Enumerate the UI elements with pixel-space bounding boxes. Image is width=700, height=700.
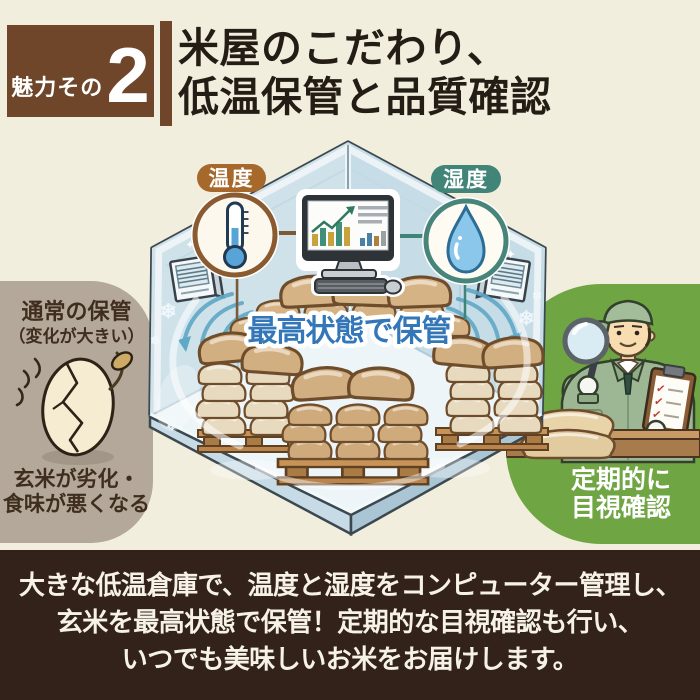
thermometer-icon (223, 201, 249, 269)
checklist-clipboard-icon: ✓ ✓ ✓ (641, 363, 697, 437)
humidity-badge (431, 165, 501, 193)
inspector-cap-icon (602, 299, 654, 326)
sparkle-icon: ✦ (506, 249, 515, 261)
temperature-gauge: 温度 (191, 164, 279, 279)
title-divider-bar (160, 21, 172, 126)
water-droplet-icon (446, 203, 486, 274)
footer-description: 大きな低温倉庫で、温度と湿度をコンピューター管理し、 玄米を最高状態で保管！定期… (0, 550, 700, 700)
svg-text:✓: ✓ (653, 395, 664, 408)
mouse-icon (384, 279, 402, 295)
frost-swirls (169, 294, 531, 491)
badge-number: 2 (106, 31, 150, 120)
page-title-line2: 低温保管と品質確認 (178, 74, 552, 120)
temperature-badge (197, 164, 266, 192)
snowflake-icon: ❄ (532, 289, 542, 303)
normal-storage-subtitle: （変化が大きい） (8, 327, 145, 346)
keyboard-icon (314, 278, 388, 294)
page-title: 米屋のこだわり、 低温保管と品質確認 (178, 24, 552, 122)
monitoring-computer (296, 189, 405, 297)
rice-bag-stack-center (276, 365, 430, 486)
feature-number-badge: 魅力その 2 (7, 25, 154, 117)
inspector-illustration: ✓ ✓ ✓ (506, 299, 700, 464)
visual-check-caption-line1: 定期的に (570, 466, 671, 494)
humidity-label: 湿度 (443, 168, 489, 192)
storage-caption: 最高状態で保管 (248, 314, 451, 348)
normal-storage-caption-line1: 玄米が劣化・ (13, 468, 140, 491)
footer-line3: いつでも美味しいお米をお届けします。 (121, 644, 579, 674)
cold-airflow-right (446, 288, 518, 340)
svg-text:✓: ✓ (651, 408, 662, 421)
snowflake-icon: ❄ (150, 333, 161, 348)
humidity-gauge: 湿度 (422, 165, 510, 285)
page-title-line1: 米屋のこだわり、 (178, 25, 509, 71)
visual-check-caption-line2: 目視確認 (570, 494, 671, 522)
badge-prefix: 魅力その (11, 75, 104, 100)
footer-line1: 大きな低温倉庫で、温度と湿度をコンピューター管理し、 (19, 570, 681, 600)
svg-text:✓: ✓ (655, 383, 666, 396)
normal-storage-panel: 通常の保管 （変化が大きい） 玄米が劣化・ 食味が悪くなる (0, 281, 153, 543)
visual-check-panel: ✓ ✓ ✓ 定期的に 目視確認 (506, 284, 700, 544)
rice-bag-stack-right (433, 334, 549, 451)
cracked-rice-grain-icon (15, 351, 134, 465)
screen-chart (311, 206, 388, 246)
sparkle-icon: ✦ (186, 240, 194, 251)
snowflake-icon: ❄ (166, 417, 179, 434)
temperature-label: 温度 (209, 167, 255, 191)
footer-line2: 玄米を最高状態で保管！定期的な目視確認も行い、 (56, 607, 644, 637)
normal-storage-title: 通常の保管 (21, 299, 132, 324)
normal-storage-caption-line2: 食味が悪くなる (3, 493, 150, 516)
snowflake-icon: ❄ (160, 301, 177, 323)
